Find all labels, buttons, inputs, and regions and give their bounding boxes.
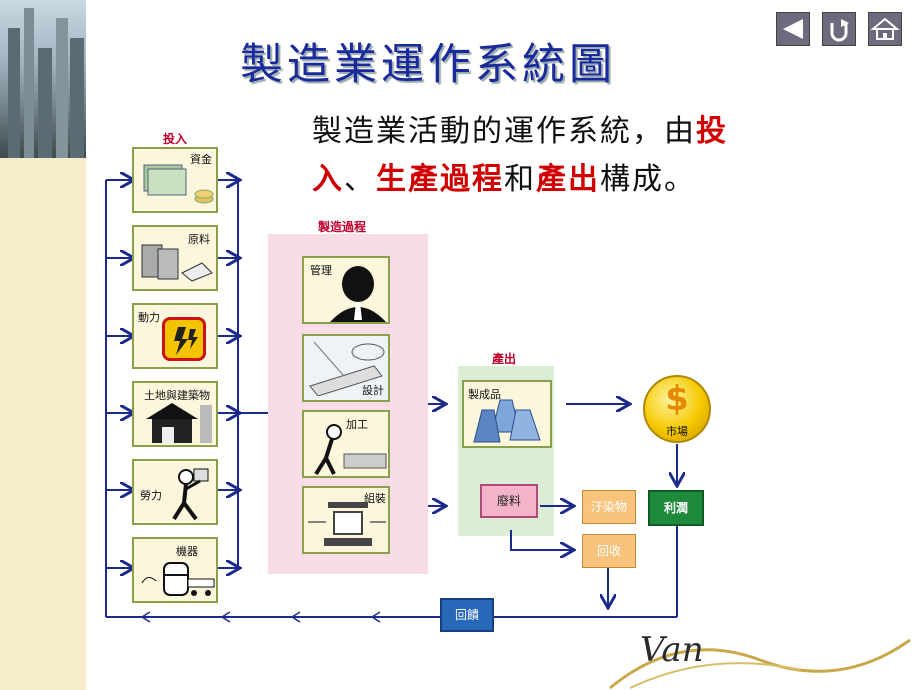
card-label: 製成品: [468, 388, 501, 401]
card-label: 勞力: [140, 489, 162, 502]
process-card-assembly: 組裝: [302, 486, 390, 554]
card-label: 動力: [138, 311, 160, 324]
home-icon: [870, 17, 900, 40]
input-card-machine: 機器: [132, 537, 218, 603]
dollar-icon: $: [665, 379, 689, 419]
profit-box: 利潤: [648, 490, 704, 526]
power-icon: [162, 317, 206, 361]
page-title: 製造業運作系統圖: [240, 40, 616, 90]
input-label: 投入: [163, 132, 188, 146]
undo-icon: [830, 19, 849, 42]
input-card-materials: 原料: [132, 225, 218, 291]
input-card-power: 動力: [132, 303, 218, 369]
card-label: 機器: [176, 545, 198, 558]
back-button[interactable]: [776, 12, 810, 46]
process-card-management: 管理: [302, 256, 390, 324]
feedback-box: 回饋: [440, 598, 494, 632]
output-card-waste: 廢料: [480, 484, 538, 518]
card-label: 加工: [346, 418, 368, 431]
market-label: 市場: [666, 425, 688, 438]
product-cones-icon: [473, 399, 541, 443]
card-label: 資金: [190, 153, 212, 166]
worker-icon: [172, 468, 209, 521]
process-label: 製造過程: [318, 220, 367, 234]
back-arrow-icon: [783, 19, 803, 39]
card-label: 設計: [362, 384, 384, 397]
market-node: $ 市場: [643, 375, 711, 443]
input-card-land: 土地與建築物: [132, 381, 218, 447]
barrel-icon: [141, 244, 213, 282]
logo-text: Van: [640, 630, 704, 670]
input-card-labor: 勞力: [132, 459, 218, 525]
card-label: 組裝: [364, 492, 386, 505]
intro-text: 製造業活動的運作系統，由投 入、生產過程和產出構成。: [312, 114, 728, 197]
press-icon: [308, 502, 386, 546]
output-label: 產出: [492, 352, 517, 366]
input-card-capital: 資金: [132, 147, 218, 213]
process-card-processing: 加工: [302, 410, 390, 478]
building-icon: [146, 403, 212, 443]
manager-icon: [330, 266, 386, 322]
undo-button[interactable]: [822, 12, 856, 46]
machine-icon: [141, 562, 215, 596]
home-button[interactable]: [868, 12, 902, 46]
card-label: 管理: [310, 264, 332, 277]
money-icon: [143, 164, 214, 204]
logo-swoosh: [609, 638, 911, 690]
city-photo: [0, 0, 86, 158]
hammer-worker-icon: [314, 424, 387, 476]
process-card-design: 設計: [302, 334, 390, 402]
ruler-icon: [309, 341, 385, 396]
pollution-box: 汙染物: [582, 490, 636, 524]
card-label: 原料: [188, 233, 210, 246]
recycle-box: 回收: [582, 534, 636, 568]
card-label: 土地與建築物: [144, 389, 210, 402]
output-card-product: 製成品: [462, 380, 552, 448]
